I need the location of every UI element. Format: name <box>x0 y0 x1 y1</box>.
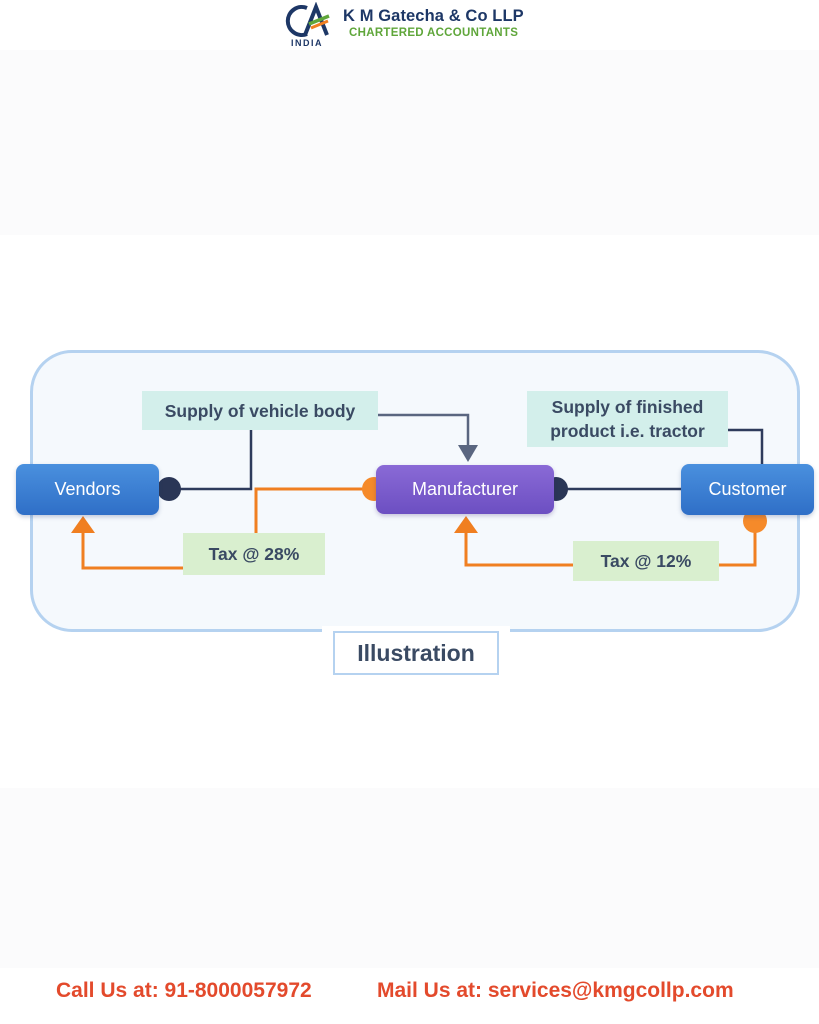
vendor-supply-line <box>169 430 253 491</box>
company-logo: INDIA K M Gatecha & Co LLP CHARTERED ACC… <box>277 0 539 50</box>
company-tagline: CHARTERED ACCOUNTANTS <box>349 27 519 39</box>
mail-us-text: Mail Us at: services@kmgcollp.com <box>377 979 734 1002</box>
ca-india-logo-icon: INDIA <box>285 2 330 48</box>
company-name: K M Gatecha & Co LLP <box>343 7 524 25</box>
tax-28-arrowhead-icon <box>71 516 95 533</box>
tax-12-return-line <box>464 530 573 567</box>
tax-28-return-line <box>81 530 183 570</box>
vendors-node: Vendors <box>16 464 159 515</box>
top-background-band <box>0 50 819 235</box>
vendors-connector-dot <box>157 477 181 501</box>
supply-to-manufacturer-arrow-line <box>378 413 470 447</box>
supply-arrowhead-icon <box>458 445 478 462</box>
tax-12-label: Tax @ 12% <box>573 541 719 581</box>
bottom-background-band <box>0 788 819 968</box>
supply-vehicle-body-label: Supply of vehicle body <box>142 391 378 430</box>
contact-footer: Call Us at: 91-8000057972 Mail Us at: se… <box>0 979 819 1009</box>
tax-12-arrowhead-icon <box>454 516 478 533</box>
customer-tax-dot <box>743 509 767 533</box>
manufacturer-node: Manufacturer <box>376 465 554 514</box>
customer-node: Customer <box>681 464 814 515</box>
tax-28-label: Tax @ 28% <box>183 533 325 575</box>
svg-text:INDIA: INDIA <box>291 38 323 48</box>
supply-finished-line-2: product i.e. tractor <box>550 421 705 441</box>
tax-28-line <box>254 487 374 533</box>
illustration-caption: Illustration <box>333 631 499 675</box>
customer-supply-line <box>728 428 764 464</box>
supply-finished-line-1: Supply of finished <box>551 397 704 417</box>
supply-finished-product-label: Supply of finished product i.e. tractor <box>527 391 728 447</box>
tax-12-line <box>719 521 757 567</box>
call-us-text: Call Us at: 91-8000057972 <box>56 979 312 1002</box>
